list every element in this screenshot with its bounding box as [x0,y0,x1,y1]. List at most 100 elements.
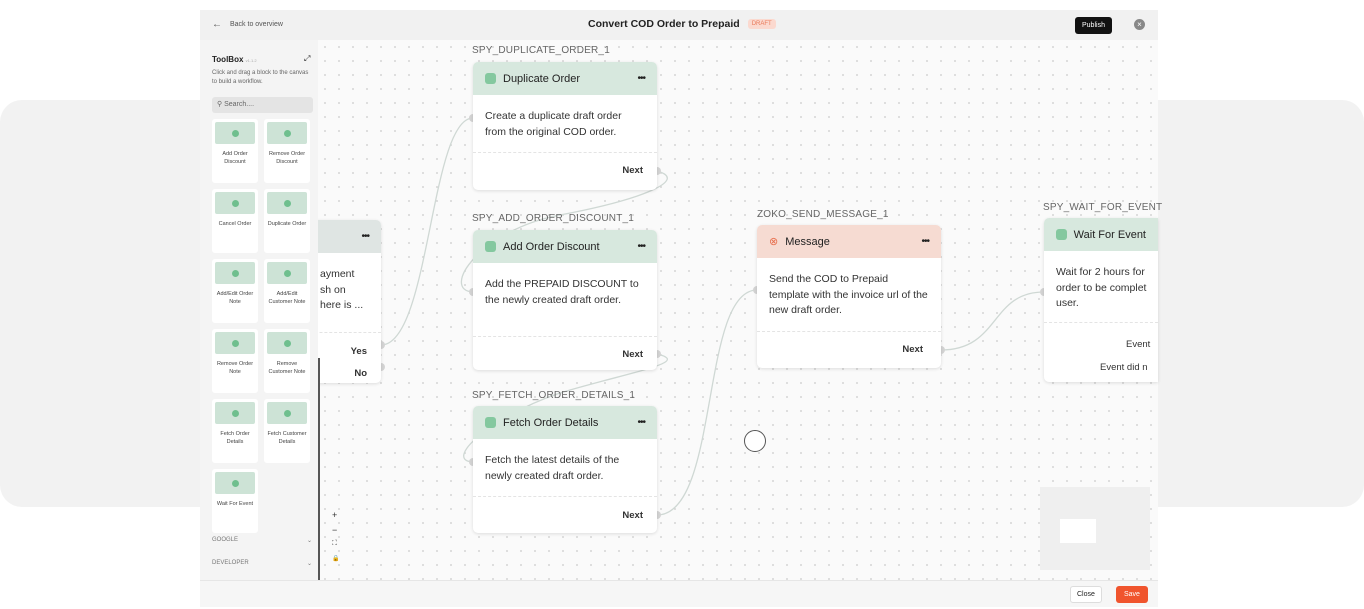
arrow-left-icon: ← [212,19,222,30]
page-title: Convert COD Order to Prepaid DRAFT [588,18,776,30]
more-icon: ••• [361,231,369,242]
toolbox-sidebar: ToolBox v1.1.2 ⤢ Click and drag a block … [200,40,318,580]
toolbox-item[interactable]: Remove Customer Note [264,329,310,393]
output-yes: Yes [350,346,367,357]
output-next: Next [622,510,643,521]
more-icon: ••• [921,236,929,247]
duplicate-icon [485,73,496,84]
toolbox-item[interactable]: Duplicate Order [264,189,310,253]
node-body: ayment sh on here is ... [300,253,381,333]
back-to-overview-link[interactable]: ← Back to overview [212,19,283,30]
chevron-down-icon: ⌄ [306,538,312,544]
toolbox-item-label: Fetch Order Details [220,431,250,445]
close-button[interactable]: Close [1070,586,1102,603]
toolbox-item-label: Wait For Event [216,501,254,507]
node-fetch-order-details[interactable]: Fetch Order Details••• Fetch the latest … [473,406,657,533]
fetch-icon [485,417,496,428]
close-icon[interactable]: × [1134,19,1145,30]
toolbox-item[interactable]: Fetch Customer Details [264,399,310,463]
fit-view-button[interactable]: ⛶ [332,540,337,547]
footer: Close Save [200,580,1158,607]
search-placeholder: Search.... [224,101,255,108]
output-event-did-not: Event did n [1100,362,1148,373]
workflow-title: Convert COD Order to Prepaid [588,18,740,30]
chevron-down-icon: ⌄ [306,561,312,567]
more-icon: ••• [637,417,645,428]
more-icon: ••• [637,241,645,252]
back-label: Back to overview [230,21,283,28]
block-icon [267,262,307,284]
node-body: Create a duplicate draft order from the … [473,95,657,153]
save-button[interactable]: Save [1116,586,1148,603]
zoom-out-button[interactable]: − [332,525,338,535]
node-title: Wait For Event [1073,228,1146,241]
output-event: Event [1126,339,1151,350]
node-id-label: SPY_DUPLICATE_ORDER_1 [472,45,610,56]
node-body: Wait for 2 hours for order to be complet… [1044,251,1158,323]
block-icon [215,402,255,424]
node-add-order-discount[interactable]: Add Order Discount ••• Add the PREPAID DI… [473,230,657,370]
toolbox-item-label: Add/Edit Customer Note [268,291,306,305]
toolbox-item[interactable]: Cancel Order [212,189,258,253]
cursor-indicator [744,430,766,452]
block-icon [267,402,307,424]
block-icon [215,192,255,214]
output-next: Next [622,349,643,360]
output-next: Next [622,165,643,176]
expand-icon[interactable]: ⤢ [304,54,311,63]
block-icon [215,262,255,284]
publish-button[interactable]: Publish [1075,17,1112,34]
workflow-editor-window: ← Back to overview Convert COD Order to P… [200,10,1158,607]
header: ← Back to overview Convert COD Order to P… [200,10,1158,40]
output-next: Next [902,344,923,355]
toolbox-item[interactable]: Add Order Discount [212,119,258,183]
connector-message-wait [940,291,1045,351]
connector-duplicate-discount [460,170,668,293]
search-input[interactable]: ⚲ Search.... [212,97,313,113]
toolbox-item[interactable]: Wait For Event [212,469,258,533]
minimap[interactable] [1040,487,1150,570]
toolbox-item[interactable]: Add/Edit Order Note [212,259,258,323]
node-title: Message [785,235,830,248]
node-id-label: ZOKO_SEND_MESSAGE_1 [757,209,889,220]
toolbox-item-label: Add/Edit Order Note [216,291,254,305]
node-message[interactable]: ⊗ Message ••• Send the COD to Prepaid temp… [757,225,941,368]
connector-discount-fetch [463,353,669,463]
node-title: Fetch Order Details [503,416,599,429]
node-id-label: SPY_FETCH_ORDER_DETAILS_1 [472,390,636,401]
output-no: No [354,368,367,379]
node-title: Add Order Discount [503,240,600,253]
node-wait-for-event[interactable]: Wait For Event Wait for 2 hours for orde… [1044,218,1158,382]
block-icon [215,472,255,494]
node-duplicate-order[interactable]: Duplicate Order••• Create a duplicate dr… [473,62,657,190]
node-id-label: SPY_WAIT_FOR_EVENT [1043,202,1163,213]
toolbox-item-label: Duplicate Order [267,221,307,227]
section-google[interactable]: GOOGLE⌄ [212,537,312,544]
wait-icon [1056,229,1067,240]
zoom-in-button[interactable]: + [332,510,338,520]
message-icon: ⊗ [769,236,779,248]
toolbox-item[interactable]: Remove Order Discount [264,119,310,183]
canvas-scrollbar[interactable] [318,358,320,580]
block-icon [267,192,307,214]
section-developer[interactable]: DEVELOPER⌄ [212,560,312,567]
toolbox-item[interactable]: Fetch Order Details [212,399,258,463]
discount-tag-icon [485,241,496,252]
toolbox-title: ToolBox v1.1.2 [212,55,257,64]
search-icon: ⚲ [217,101,223,108]
node-title: Duplicate Order [503,72,581,85]
lock-button[interactable]: 🔒 [332,556,340,562]
node-body: Add the PREPAID DISCOUNT to the newly cr… [473,263,657,337]
toolbox-item-label: Fetch Customer Details [267,431,307,445]
toolbox-item-label: Add Order Discount [222,151,248,165]
node-id-label: SPY_ADD_ORDER_DISCOUNT_1 [472,213,635,224]
toolbox-item[interactable]: Add/Edit Customer Note [264,259,310,323]
toolbox-item[interactable]: Remove Order Note [212,329,258,393]
block-icon [215,332,255,354]
block-icon [267,332,307,354]
toolbox-item-label: Cancel Order [218,221,252,227]
status-badge: DRAFT [747,19,776,29]
block-icon [267,122,307,144]
node-body: Send the COD to Prepaid template with th… [757,258,941,332]
